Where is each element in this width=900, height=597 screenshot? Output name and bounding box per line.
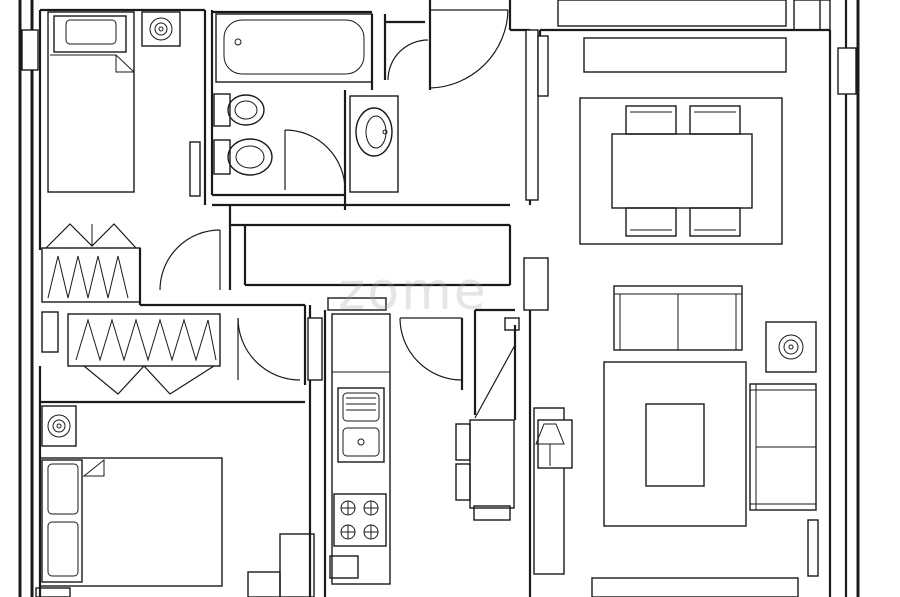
radiator-icon: [765, 321, 817, 373]
kitchen: [237, 297, 464, 597]
coffee-table-icon: [603, 361, 747, 527]
dining-table-icon: [579, 97, 783, 245]
exterior-walls: [18, 0, 860, 597]
bedroom-door: [138, 229, 305, 307]
sofa-icon: [613, 285, 743, 351]
toilet-icon: [213, 138, 273, 176]
bedroom-bottom: [35, 366, 315, 597]
sink-icon: [337, 387, 385, 463]
hallway: [212, 0, 549, 311]
living-room: [528, 28, 832, 597]
bedroom-top: [38, 8, 207, 250]
cooktop-icon: [333, 493, 387, 547]
armchair-icon: [749, 383, 817, 511]
radiator-icon: [141, 11, 181, 47]
bidet-icon: [213, 93, 265, 127]
bed-icon: [47, 11, 135, 193]
wardrobe-icon: [41, 223, 221, 395]
bathroom: [210, 10, 399, 210]
bathtub-icon: [215, 13, 373, 83]
washbasin-icon: [349, 95, 399, 193]
lamp-icon: [533, 407, 573, 575]
dining-table-icon: [455, 419, 515, 521]
dining-nook: [455, 308, 520, 521]
radiator-icon: [41, 405, 77, 447]
bed-icon: [39, 457, 223, 587]
